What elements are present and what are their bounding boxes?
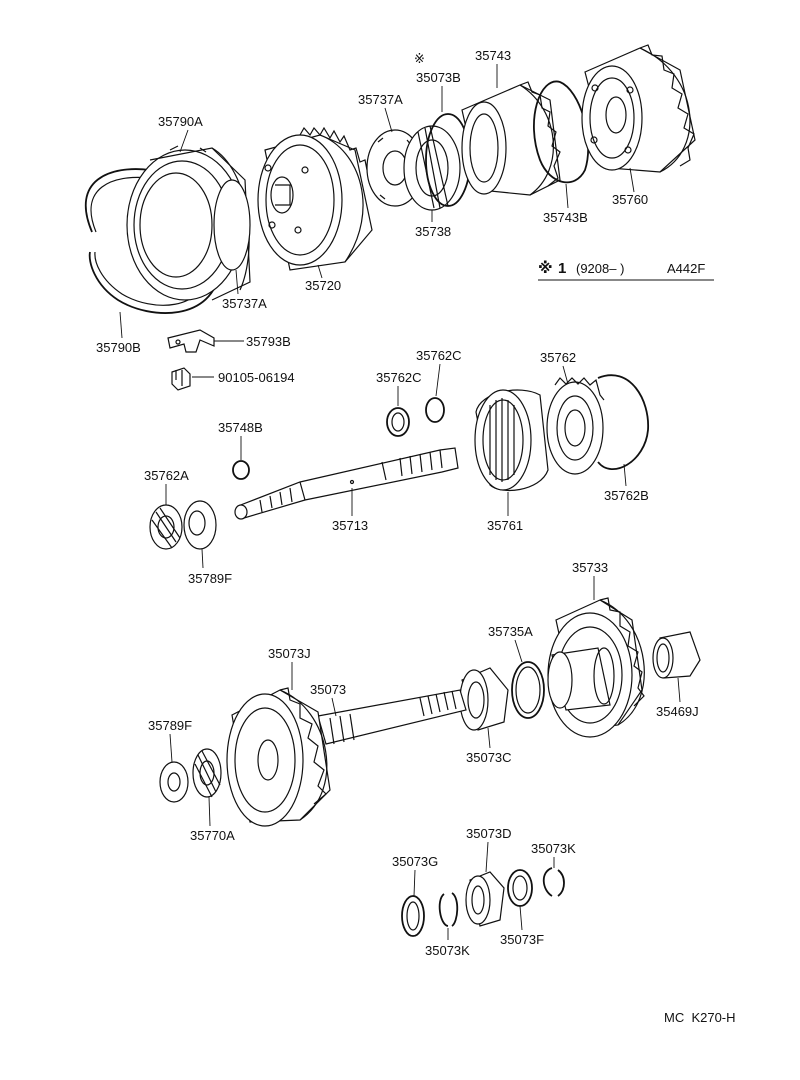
label-35762: 35762 (540, 350, 576, 365)
part-35790A-clutch-drum[interactable] (126, 145, 251, 301)
leader-35790A (179, 129, 189, 153)
label-35073F: 35073F (500, 932, 544, 947)
leader-35762 (562, 365, 569, 385)
leader-35743B (565, 183, 569, 209)
note-range: (9208– ) (576, 261, 624, 276)
part-35720-direct-clutch-drum[interactable] (257, 126, 375, 271)
part-35733-sun-gear-drum[interactable] (547, 597, 645, 738)
part-35760-one-way-clutch-gear[interactable] (581, 44, 696, 173)
label-35733: 35733 (572, 560, 608, 575)
label-35743B: 35743B (543, 210, 588, 225)
label-35073J: 35073J (268, 646, 311, 661)
part-35762-planetary-gear[interactable] (546, 377, 605, 475)
part-35735A-snap-ring[interactable] (511, 661, 545, 719)
leader-35789F-top (201, 548, 204, 569)
leader-35469J (677, 677, 681, 703)
part-35073J-output-flange[interactable] (226, 687, 331, 827)
part-35073K-ring-b[interactable] (542, 867, 565, 897)
leader-35073C (487, 727, 491, 749)
label-35073B-mark: ※ (414, 51, 425, 66)
note-number: 1 (558, 260, 566, 277)
part-35789F-bottom-washer[interactable] (159, 761, 189, 803)
part-35073-output-shaft[interactable] (317, 689, 467, 745)
leader-35789F-bot (169, 733, 173, 763)
label-35073D: 35073D (466, 826, 512, 841)
part-35073K-ring-a[interactable] (438, 892, 459, 927)
label-35073G: 35073G (392, 854, 438, 869)
label-35789F-top: 35789F (188, 571, 232, 586)
label-35073B: 35073B (416, 70, 461, 85)
part-35073D-bearing[interactable] (465, 871, 505, 927)
label-35735A: 35735A (488, 624, 533, 639)
label-35762B: 35762B (604, 488, 649, 503)
part-90105-06194-bolt[interactable] (171, 367, 191, 391)
part-35743-second-brake-drum[interactable] (461, 81, 561, 196)
part-35713-input-shaft[interactable] (234, 447, 459, 520)
leader-35762C-b (435, 363, 441, 397)
leader-35073G (413, 869, 416, 897)
label-90105-06194: 90105-06194 (218, 370, 295, 385)
part-35762C-ring-a[interactable] (386, 407, 410, 437)
part-35761-ring-gear[interactable] (474, 389, 549, 492)
leader-35073D (485, 841, 489, 873)
part-35738-thrust-bearing[interactable] (403, 125, 461, 211)
leader-35760 (629, 167, 635, 193)
leader-35762B (623, 463, 627, 487)
part-35770A-thrust-bearing[interactable] (192, 748, 222, 798)
part-35793B-bracket[interactable] (167, 329, 215, 353)
note-symbol: ※ (538, 259, 553, 277)
label-35761: 35761 (487, 518, 523, 533)
label-35790B: 35790B (96, 340, 141, 355)
part-35073G-ring[interactable] (401, 895, 425, 937)
part-35748B-ring[interactable] (232, 460, 250, 480)
label-35762C-a: 35762C (376, 370, 422, 385)
leader-35720 (317, 264, 323, 279)
label-35720: 35720 (305, 278, 341, 293)
label-35789F-bot: 35789F (148, 718, 192, 733)
label-35748B: 35748B (218, 420, 263, 435)
label-35760: 35760 (612, 192, 648, 207)
leader-35770A (208, 796, 211, 827)
label-35762A: 35762A (144, 468, 189, 483)
label-35737A-top: 35737A (358, 92, 403, 107)
label-35073: 35073 (310, 682, 346, 697)
leader-35737A-bot (235, 269, 239, 295)
label-35073K-a: 35073K (425, 943, 470, 958)
leader-35735A (514, 639, 523, 663)
part-35762C-ring-b[interactable] (425, 397, 445, 423)
part-35073C-bearing[interactable] (459, 667, 509, 731)
leader-35073F (519, 905, 523, 931)
leader-35790B (119, 311, 123, 339)
label-35073C: 35073C (466, 750, 512, 765)
label-35738: 35738 (415, 224, 451, 239)
part-35073F-ring[interactable] (507, 869, 533, 907)
label-35743: 35743 (475, 48, 511, 63)
label-35469J: 35469J (656, 704, 699, 719)
label-35713: 35713 (332, 518, 368, 533)
part-35469J-bushing[interactable] (652, 631, 701, 679)
leader-35073 (331, 697, 337, 717)
leader-35737A-top (384, 107, 393, 133)
label-35790A: 35790A (158, 114, 203, 129)
part-35762B-snap-ring[interactable] (597, 374, 649, 470)
footer-code: MC K270-H (664, 1010, 736, 1025)
label-35737A-bot: 35737A (222, 296, 267, 311)
note-code: A442F (667, 261, 705, 276)
label-35770A: 35770A (190, 828, 235, 843)
part-35762A-thrust-bearing[interactable] (149, 504, 183, 550)
part-35789F-top-washer[interactable] (183, 500, 217, 550)
label-35793B: 35793B (246, 334, 291, 349)
label-35762C-b: 35762C (416, 348, 462, 363)
label-35073K-b: 35073K (531, 841, 576, 856)
